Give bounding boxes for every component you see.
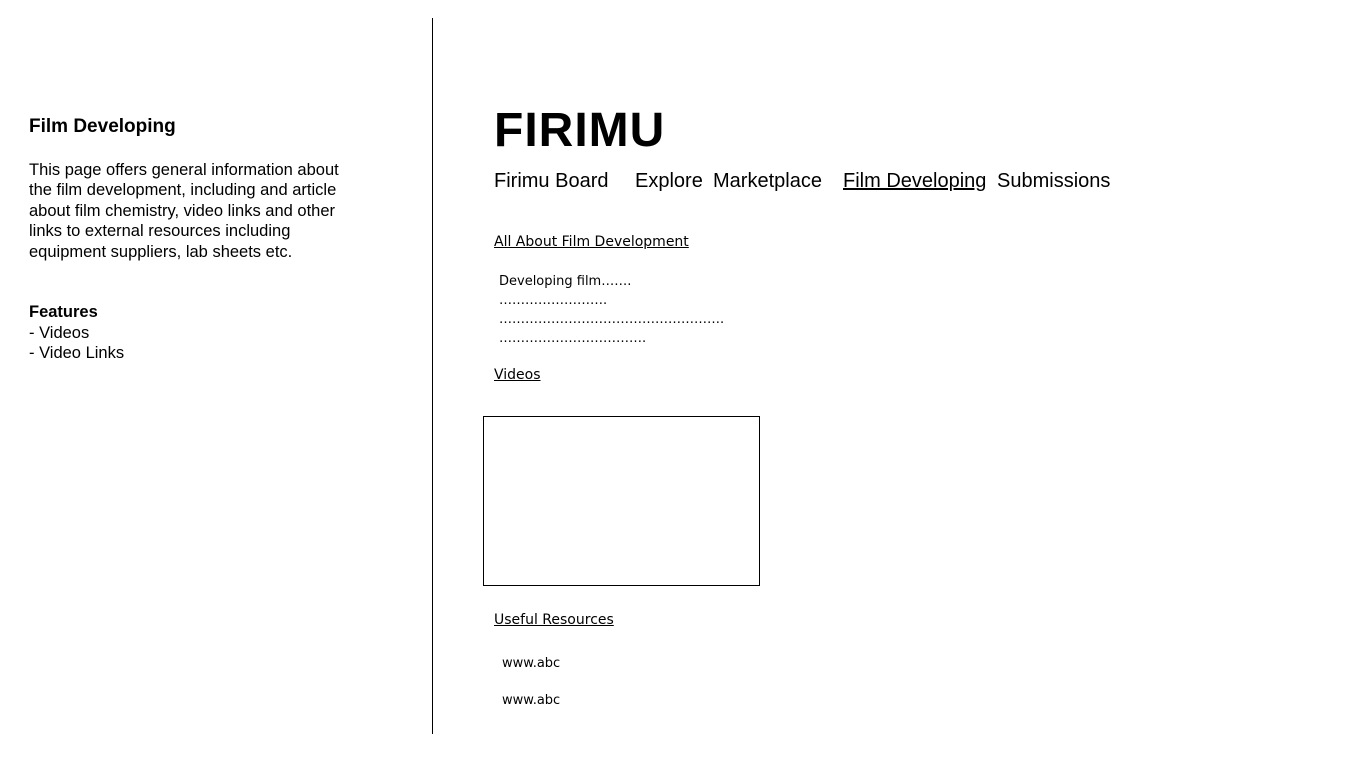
- vertical-divider: [432, 18, 433, 734]
- sidebar-description: This page offers general information abo…: [29, 161, 339, 261]
- resources-heading-link[interactable]: Useful Resources: [494, 612, 614, 628]
- site-logo[interactable]: FIRIMU: [494, 104, 666, 157]
- nav-item-marketplace[interactable]: Marketplace: [713, 170, 822, 192]
- resource-link[interactable]: www.abc: [502, 656, 561, 671]
- article-body: Developing film……. ……………………. ………………………………: [499, 272, 724, 348]
- nav-item-film-developing[interactable]: Film Developing: [843, 170, 987, 192]
- resource-link[interactable]: www.abc: [502, 693, 561, 708]
- sidebar-title: Film Developing: [29, 116, 176, 137]
- videos-heading-link[interactable]: Videos: [494, 367, 541, 383]
- article-line: Developing film…….: [499, 274, 632, 289]
- nav-item-submissions[interactable]: Submissions: [997, 170, 1111, 192]
- article-line: …………………………….: [499, 331, 647, 346]
- features-title: Features: [29, 303, 98, 321]
- feature-list: - Videos - Video Links: [29, 323, 124, 363]
- feature-item-videos: - Videos: [29, 324, 90, 342]
- video-player-placeholder[interactable]: [483, 416, 760, 586]
- feature-item-video-links: - Video Links: [29, 344, 125, 362]
- article-line: …………………………………………….: [499, 312, 725, 327]
- article-heading-link[interactable]: All About Film Development: [494, 234, 689, 250]
- article-line: …………………….: [499, 293, 608, 308]
- nav-item-firimu-board[interactable]: Firimu Board: [494, 170, 609, 192]
- nav-item-explore[interactable]: Explore: [635, 170, 703, 192]
